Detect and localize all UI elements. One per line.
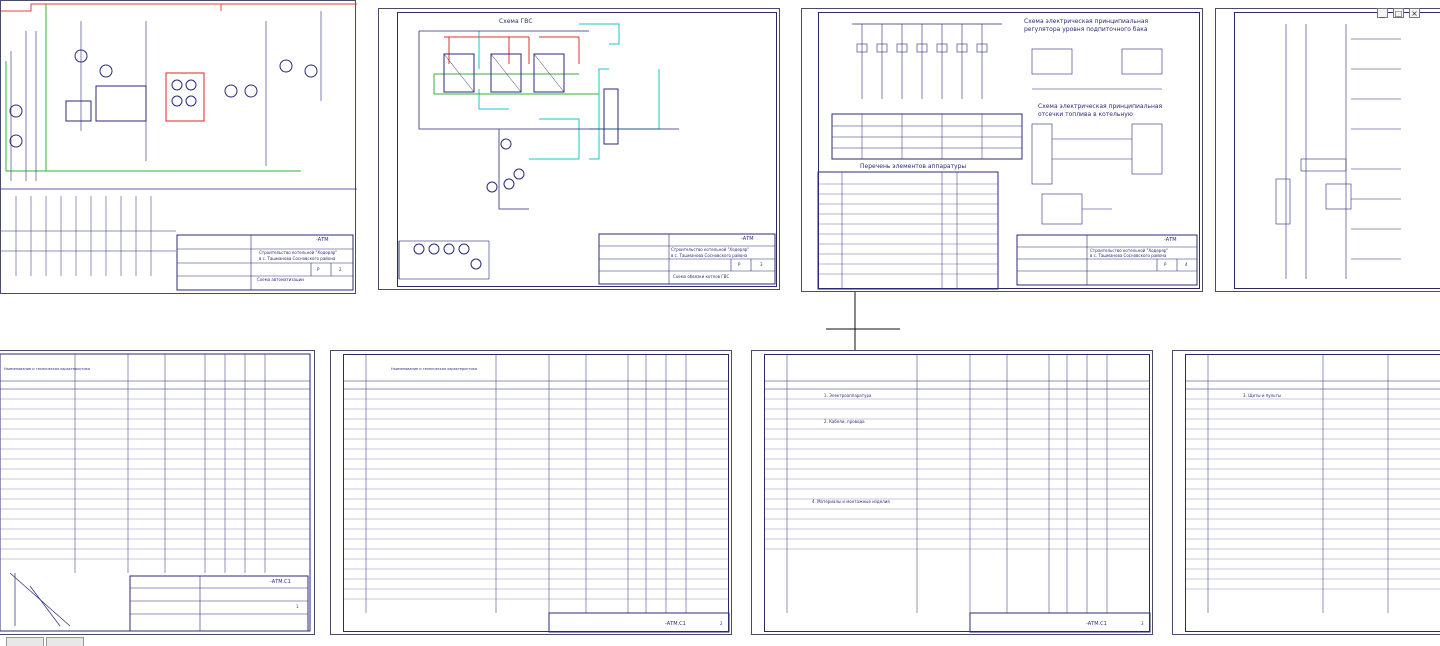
minimize-button[interactable]: _	[1377, 8, 1388, 18]
gvs-scheme-graphic	[398, 23, 776, 285]
layout-tab-1[interactable]	[6, 637, 44, 646]
title-block-org-sub: в с. Ташманова Сосновского района	[259, 256, 336, 261]
spec-sheet-2[interactable]: Наименование и техническая характеристик…	[330, 350, 732, 635]
spec3-code: -АТМ.С1	[1086, 621, 1107, 627]
spec4-section-3: 3. Щиты и пульты	[1243, 393, 1282, 398]
spec3-section-1: 1. Электроаппаратура	[824, 393, 872, 398]
gvs-stage: Р	[738, 262, 741, 267]
gvs-sheet: 3	[760, 262, 763, 267]
title-block-org: Строительство котельной "Ходеряр"	[259, 250, 338, 255]
spec2-sheet: 2	[720, 621, 723, 626]
automation-scheme-graphic	[1, 3, 357, 291]
electric-title-3: Схема электрическая принципиальная	[1038, 103, 1163, 110]
title-block-caption: Схема автоматизации	[257, 277, 304, 282]
drawing-sheet-gvs[interactable]: Схема ГВС -АТМ Строительство котельной "…	[378, 8, 780, 290]
gvs-org: Строительство котельной "Ходеряр"	[671, 247, 750, 252]
spec3-section-2: 2. Кабели, провода	[824, 419, 865, 424]
electric-scheme-graphic	[817, 23, 1198, 290]
spec2-col-name: Наименование и техническая характеристик…	[391, 367, 478, 371]
spec-sheet-3-table	[764, 354, 1151, 633]
spec-sheet-4-table	[1185, 354, 1440, 613]
spec-sheet-1[interactable]: Наименование и техническая характеристик…	[0, 350, 315, 635]
spec1-code: -АТМ.С1	[270, 579, 291, 585]
spec-sheet-2-table	[343, 354, 730, 633]
electric-title-1: Схема электрическая принципиальная	[1024, 18, 1149, 25]
gvs-org-sub: в с. Ташманова Сосновского района	[671, 253, 748, 258]
spec1-sheet: 1	[296, 604, 299, 609]
electric-stage: Р	[1164, 262, 1167, 267]
spec-sheet-1-table	[0, 353, 311, 632]
drawing-sheet-panel[interactable]	[1215, 8, 1440, 292]
spec3-sheet: 3	[1141, 621, 1144, 626]
spec-sheet-3[interactable]: 1. Электроаппаратура 2. Кабели, провода …	[751, 350, 1153, 635]
title-block-stage: Р	[317, 267, 320, 272]
gvs-code: -АТМ	[741, 236, 754, 242]
layout-tab-2[interactable]	[46, 637, 84, 646]
spec3-section-4: 4. Материалы и монтажные изделия	[812, 499, 890, 504]
electric-org-sub: в с. Ташманова Сосновского района	[1090, 253, 1167, 258]
drawing-sheet-automation[interactable]: -АТМ Строительство котельной "Ходеряр" в…	[0, 0, 357, 294]
restore-button[interactable]: □	[1393, 8, 1404, 18]
electric-code: -АТМ	[1164, 237, 1177, 243]
electric-title-2: регулятора уровня подпиточного бака	[1024, 26, 1148, 33]
electric-list-title: Перечень элементов аппаратуры	[860, 163, 967, 170]
spec1-col-name: Наименование и техническая характеристик…	[4, 367, 91, 371]
spec-sheet-4[interactable]: 3. Щиты и пульты	[1172, 350, 1440, 635]
gvs-caption: Схема обвязки котлов ГВС	[673, 274, 730, 279]
drawing-sheet-electric[interactable]: Схема электрическая принципиальная регул…	[801, 8, 1203, 292]
gvs-title: Схема ГВС	[499, 18, 533, 25]
panel-scheme-graphic	[1275, 24, 1401, 279]
electric-title-4: отсечки топлива в котельную	[1038, 111, 1133, 118]
title-block-code: -АТМ	[316, 237, 329, 243]
close-button[interactable]: ×	[1409, 8, 1420, 18]
spec2-code: -АТМ.С1	[665, 621, 686, 627]
electric-org: Строительство котельной "Ходеряр"	[1090, 248, 1169, 253]
title-block-sheet: 2	[339, 267, 342, 272]
electric-sheet: 4	[1185, 262, 1188, 267]
